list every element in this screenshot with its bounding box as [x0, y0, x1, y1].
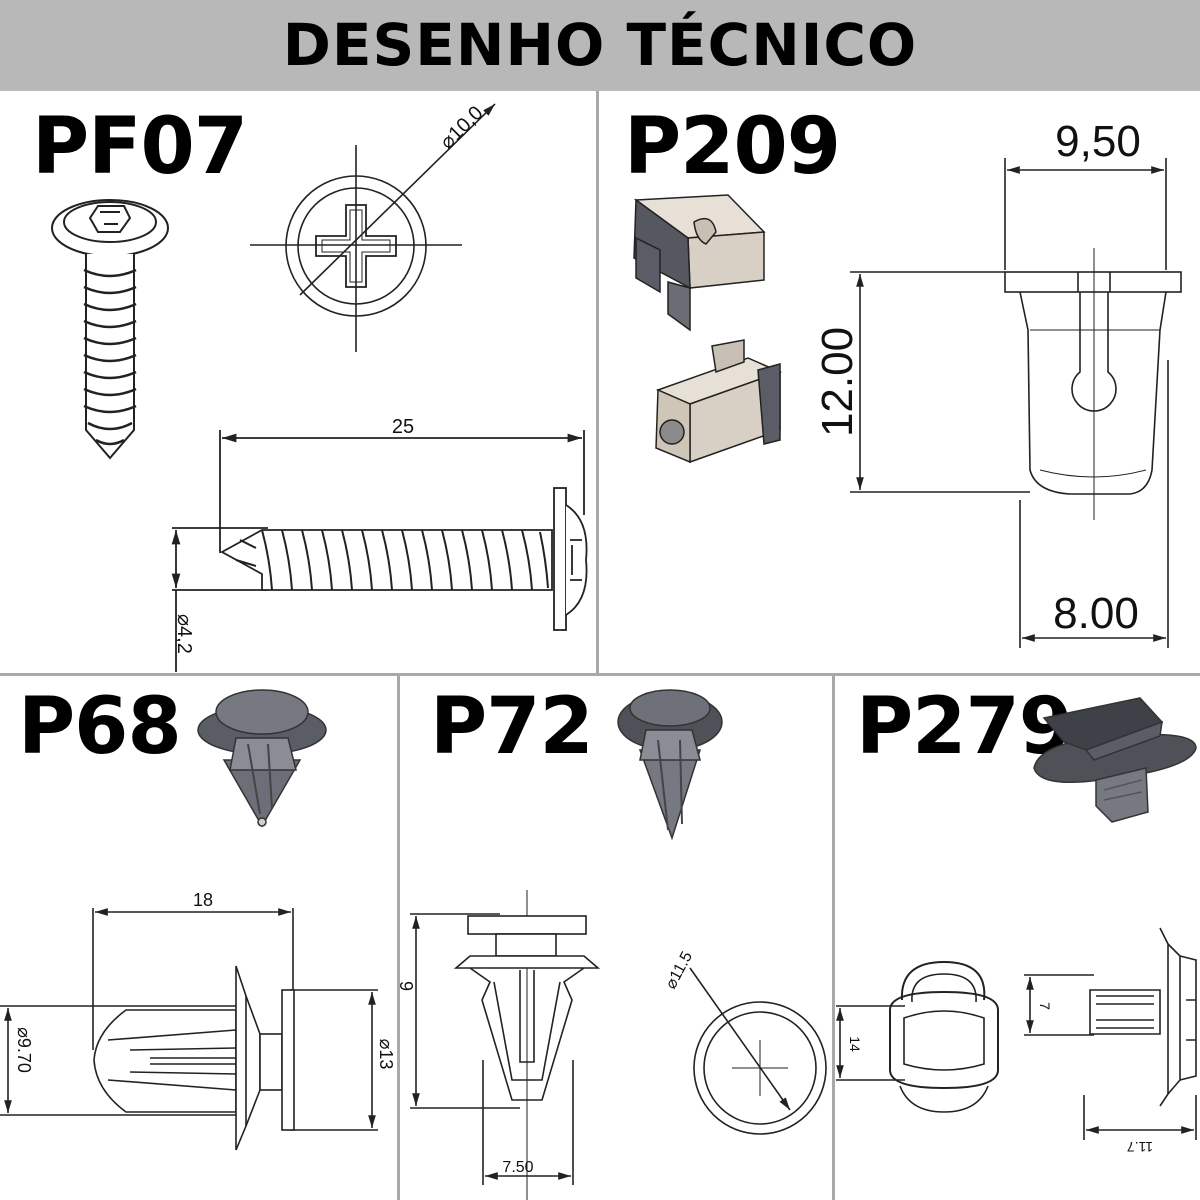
p68-rivet-side-view: [0, 908, 378, 1151]
panel-title-p279: P279: [856, 682, 1073, 772]
p279-clip-side-view: [1024, 927, 1197, 1140]
pf07-screw-render: [51, 199, 169, 460]
pf07-head-diameter-label: ⌀10,0: [436, 102, 488, 154]
page-title: DESENHO TÉCNICO: [282, 11, 918, 79]
pf07-head-top-view: [250, 103, 496, 352]
pf07-shank-diameter-label: ⌀4,2: [173, 614, 195, 654]
header-bar: DESENHO TÉCNICO: [0, 0, 1200, 91]
panel-title-pf07: PF07: [32, 102, 248, 192]
divider-vertical-bottom-left: [397, 676, 400, 1200]
pf07-length-label: 25: [392, 416, 414, 438]
p209-clip-front-view: [850, 158, 1182, 648]
p209-top-width-label: 9,50: [1055, 117, 1141, 166]
p68-rivet-render: [197, 689, 327, 828]
divider-vertical-bottom-right: [832, 676, 835, 1200]
p68-head-diameter-label: ⌀13: [376, 1039, 396, 1070]
p209-clip-render-bottom: [655, 339, 783, 464]
p68-body-diameter-label: ⌀9.70: [14, 1027, 34, 1073]
p279-small-dim-label: 7: [1037, 1002, 1053, 1010]
p209-height-label: 12.00: [813, 327, 862, 437]
divider-horizontal: [0, 673, 1200, 676]
p72-head-bottom-view: [689, 967, 827, 1135]
pf07-screw-side-view: [171, 430, 588, 672]
panel-title-p72: P72: [430, 682, 594, 772]
p279-length-label: 11.7: [1127, 1139, 1153, 1155]
p279-clip-front-view: [836, 960, 999, 1113]
p209-clip-render-top: [633, 194, 766, 332]
p279-height-label: 14: [847, 1036, 863, 1052]
panel-title-p209: P209: [624, 102, 841, 192]
panel-title-p68: P68: [18, 682, 182, 772]
divider-vertical-top: [596, 91, 599, 675]
p72-width-label: 7.50: [502, 1159, 533, 1176]
p279-clip-render: [1033, 697, 1197, 823]
p72-rivet-render: [617, 689, 723, 841]
p72-height-label: 9: [396, 981, 416, 991]
p72-rivet-side-view: [410, 890, 601, 1200]
p209-bottom-width-label: 8.00: [1053, 589, 1139, 638]
p68-length-label: 18: [193, 890, 213, 910]
